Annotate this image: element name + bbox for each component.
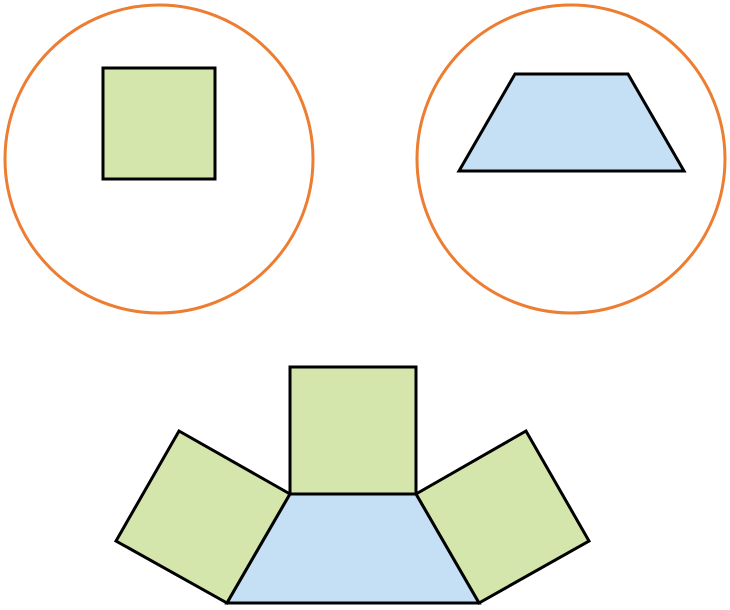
- right-circle: [415, 3, 727, 315]
- circle-with-trapezoid: [415, 3, 727, 315]
- trapezoid-with-squares: [113, 365, 592, 606]
- circle-with-square: [3, 3, 315, 315]
- base-trapezoid: [224, 492, 482, 605]
- top-attached-square: [288, 365, 418, 496]
- trapezoid-in-circle: [456, 72, 687, 173]
- left-circle: [3, 3, 315, 315]
- square-in-circle: [101, 66, 217, 181]
